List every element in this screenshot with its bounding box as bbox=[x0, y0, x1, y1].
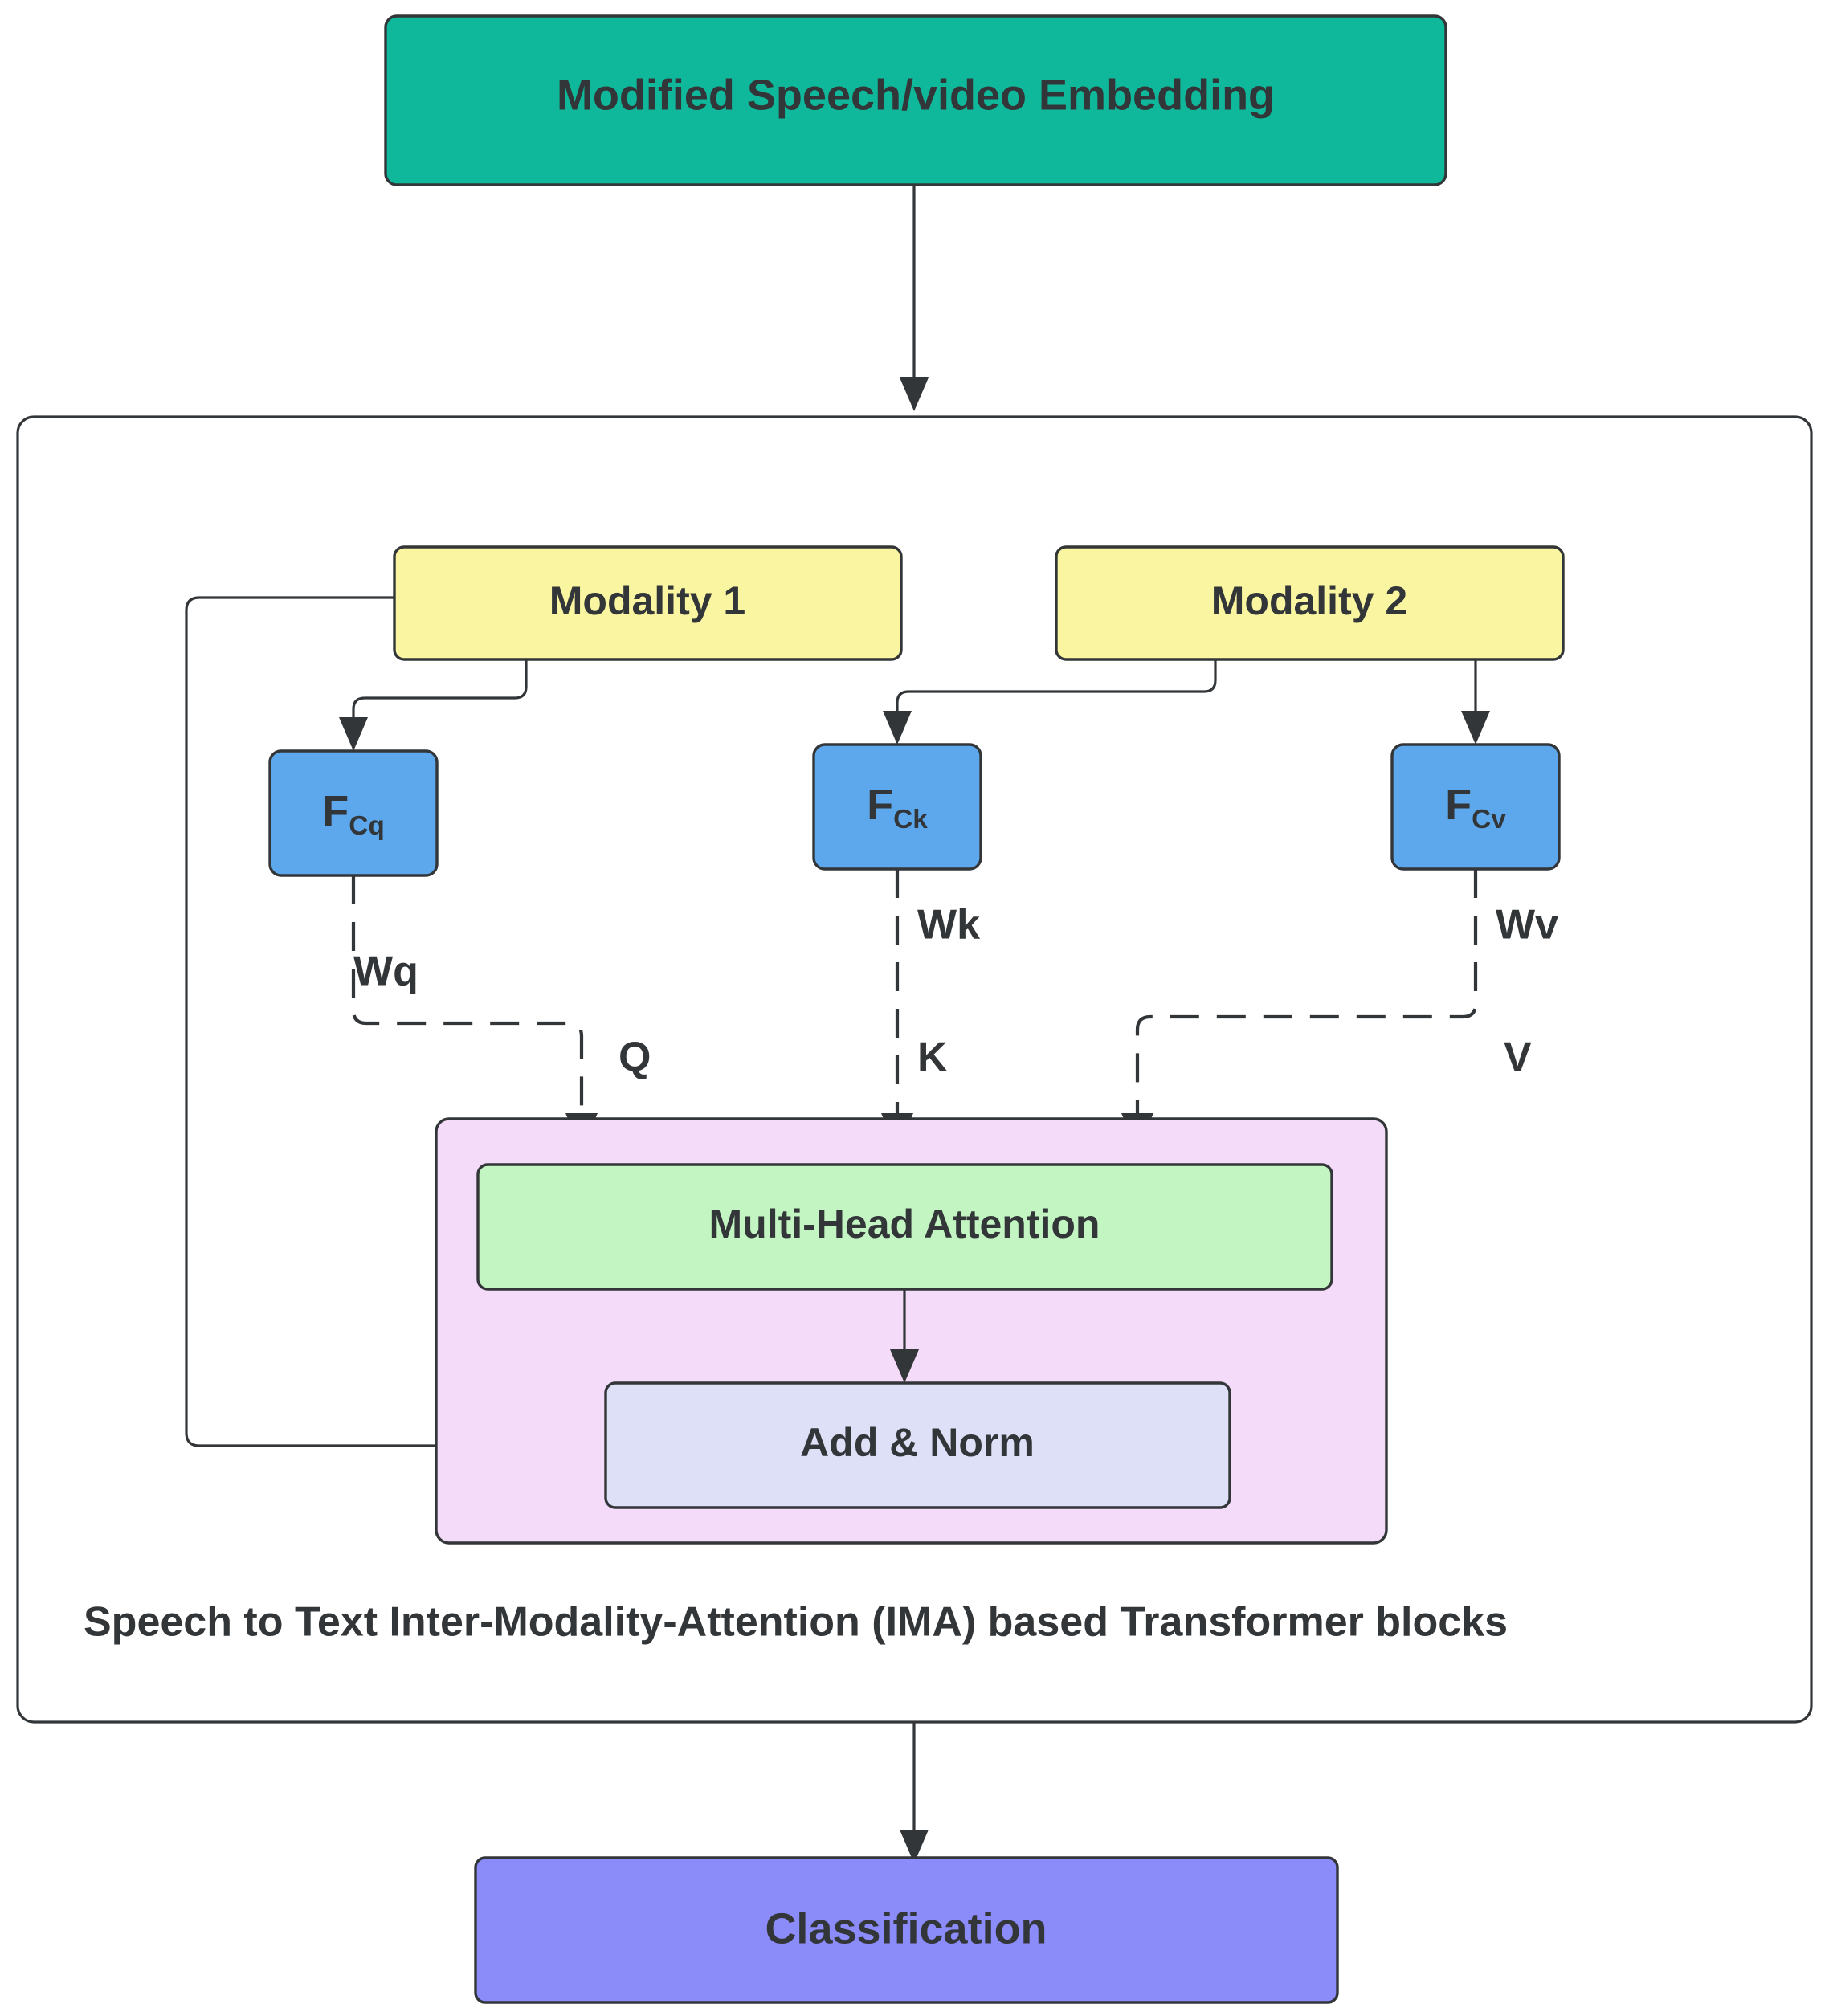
node-fc-v[interactable]: FCv bbox=[1390, 743, 1561, 871]
multi-head-attention-label: Multi-Head Attention bbox=[709, 1202, 1100, 1247]
node-modified-embedding[interactable]: Modified Speech/video Embedding bbox=[384, 14, 1447, 186]
node-modality-1[interactable]: Modality 1 bbox=[393, 545, 903, 661]
fc-v-subscript: Cv bbox=[1472, 805, 1506, 835]
ima-container-caption: Speech to Text Inter-Modality-Attention … bbox=[84, 1599, 1508, 1646]
fc-k-subscript: Ck bbox=[893, 805, 928, 835]
modality-1-box bbox=[393, 545, 903, 661]
node-fc-q[interactable]: FCq bbox=[268, 749, 439, 877]
modality-2-label: Modality 2 bbox=[1211, 578, 1407, 623]
node-modality-2[interactable]: Modality 2 bbox=[1055, 545, 1565, 661]
fc-q-subscript: Cq bbox=[349, 811, 385, 841]
fc-q-label: FCq bbox=[322, 787, 385, 841]
fc-k-label: FCk bbox=[867, 781, 928, 835]
fc-k-letter: F bbox=[867, 781, 893, 829]
arrowhead-icon bbox=[1461, 711, 1490, 745]
modified-embedding-box bbox=[384, 14, 1447, 186]
edge-modality2-to-fck bbox=[883, 659, 1217, 745]
node-multi-head-attention[interactable]: Multi-Head Attention bbox=[476, 1163, 1333, 1291]
node-add-and-norm[interactable]: Add & Norm bbox=[604, 1381, 1231, 1509]
edge-label-wq: Wq bbox=[353, 949, 418, 995]
classification-box bbox=[474, 1856, 1339, 2004]
fc-q-letter: F bbox=[322, 787, 349, 835]
edge-label-v: V bbox=[1504, 1035, 1532, 1081]
fc-v-label: FCv bbox=[1445, 781, 1506, 835]
node-fc-k[interactable]: FCk bbox=[812, 743, 982, 871]
add-and-norm-label: Add & Norm bbox=[800, 1420, 1035, 1465]
add-and-norm-box bbox=[604, 1381, 1231, 1509]
arrowhead-icon bbox=[883, 711, 912, 745]
classification-label: Classification bbox=[765, 1904, 1047, 1953]
modality-2-box bbox=[1055, 545, 1565, 661]
arrowhead-icon bbox=[900, 1830, 929, 1863]
edge-label-q: Q bbox=[619, 1035, 651, 1081]
arrowhead-icon bbox=[900, 377, 929, 411]
edge-modality1-to-fcq bbox=[339, 659, 528, 751]
edge-container-to-classification bbox=[900, 1722, 929, 1863]
edge-embedding-to-container bbox=[900, 185, 929, 411]
edge-modality2-to-fcv bbox=[1461, 659, 1490, 745]
modified-embedding-label: Modified Speech/video Embedding bbox=[557, 71, 1275, 119]
edge-attention-to-addnorm bbox=[890, 1289, 919, 1383]
edge-label-k: K bbox=[917, 1035, 948, 1081]
arrowhead-icon bbox=[339, 717, 368, 751]
node-classification[interactable]: Classification bbox=[474, 1856, 1339, 2004]
fc-v-letter: F bbox=[1445, 781, 1472, 829]
edge-label-wk: Wk bbox=[917, 902, 980, 949]
modality-1-label: Modality 1 bbox=[549, 578, 745, 623]
edge-label-wv: Wv bbox=[1496, 902, 1558, 949]
arrowhead-icon bbox=[890, 1349, 919, 1383]
